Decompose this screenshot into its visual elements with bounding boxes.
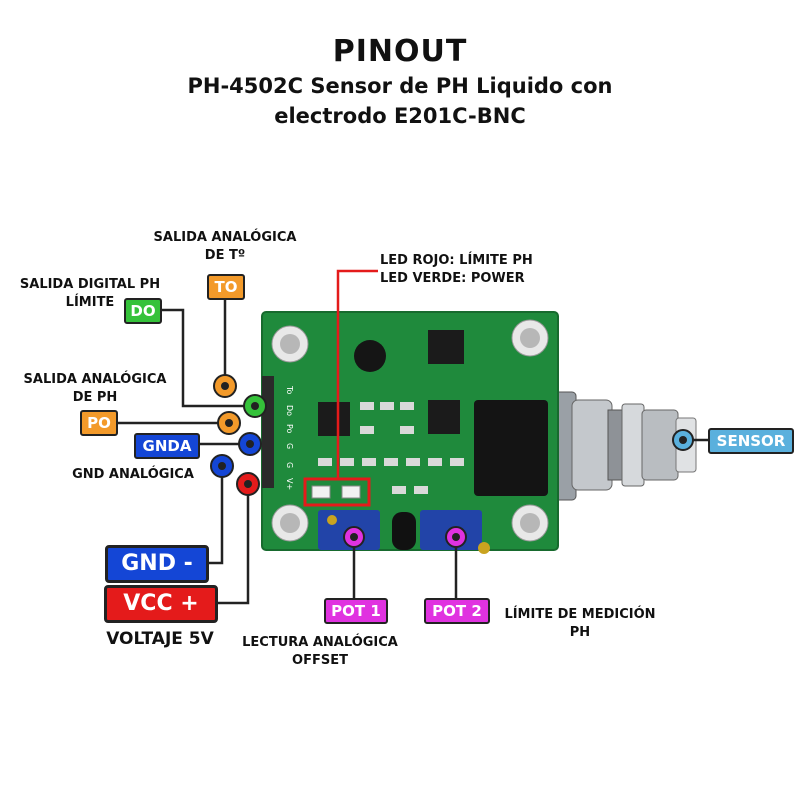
pin-label: G (285, 443, 294, 449)
led-leader-line (336, 269, 378, 479)
do-tag: DO (124, 298, 162, 324)
ic-chip (318, 402, 350, 436)
temp-sensor (354, 340, 386, 372)
page-subtitle-line2: electrodo E201C-BNC (274, 104, 526, 128)
gnda-description: GND ANALÓGICA (72, 467, 194, 482)
pot2-tag: POT 2 (424, 598, 490, 624)
pin-silkscreen: To Do Po G G V+ (285, 385, 294, 490)
pin-label: V+ (285, 478, 294, 490)
po-tag: PO (80, 410, 118, 436)
led-green (341, 485, 361, 499)
vcc-tag: VCC + (104, 585, 218, 623)
pin-markers (210, 374, 694, 548)
pin-label: To (285, 385, 294, 395)
pin-label: Po (285, 424, 294, 434)
capacitor (392, 512, 416, 550)
page-title: PINOUT (332, 34, 468, 69)
sensor-tag: SENSOR (708, 428, 794, 454)
pot1-tag: POT 1 (324, 598, 388, 624)
gnd-tag: GND - (105, 545, 209, 583)
voltage-label: VOLTAJE 5V (106, 629, 214, 649)
led-red (311, 485, 331, 499)
pin-label: G (285, 462, 294, 468)
pin-header (262, 376, 274, 488)
ic-chip (428, 330, 464, 364)
to-tag: TO (207, 274, 245, 300)
page-subtitle-line1: PH-4502C Sensor de PH Liquido con (187, 74, 613, 98)
gnda-tag: GNDA (134, 433, 200, 459)
pin-label: Do (285, 405, 294, 416)
pcb-board (261, 311, 559, 554)
ic-chip (428, 400, 460, 434)
